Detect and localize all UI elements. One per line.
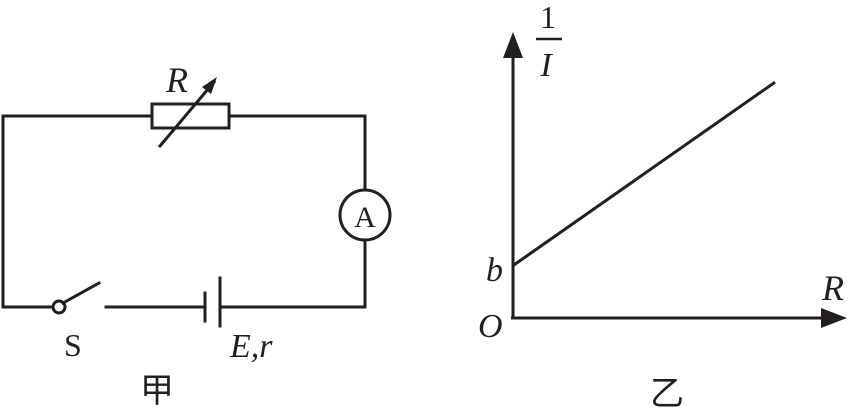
ammeter-circle — [338, 188, 392, 242]
rheostat-arrow-shaft — [157, 79, 217, 149]
switch-blade — [60, 280, 102, 306]
circuit-caption: 甲 — [140, 373, 174, 410]
graph — [503, 32, 847, 328]
x-axis-arrow — [821, 308, 847, 328]
circuit-diagram — [1, 77, 392, 328]
y-axis-arrow — [503, 32, 523, 58]
source-label: E,r — [229, 328, 273, 365]
intercept-label: b — [486, 252, 503, 289]
switch-label: S — [64, 327, 82, 363]
origin-label: O — [478, 308, 503, 345]
y-axis-label-numerator: 1 — [540, 0, 556, 35]
y-axis-label-denominator: I — [539, 47, 553, 84]
resistor-label: R — [165, 60, 188, 100]
x-axis-label: R — [821, 268, 844, 308]
ammeter-label: A — [354, 201, 376, 234]
rheostat-arrow-head — [202, 77, 217, 94]
data-series-line — [512, 80, 776, 267]
rheostat-body — [150, 102, 231, 130]
graph-caption: 乙 — [650, 376, 684, 413]
